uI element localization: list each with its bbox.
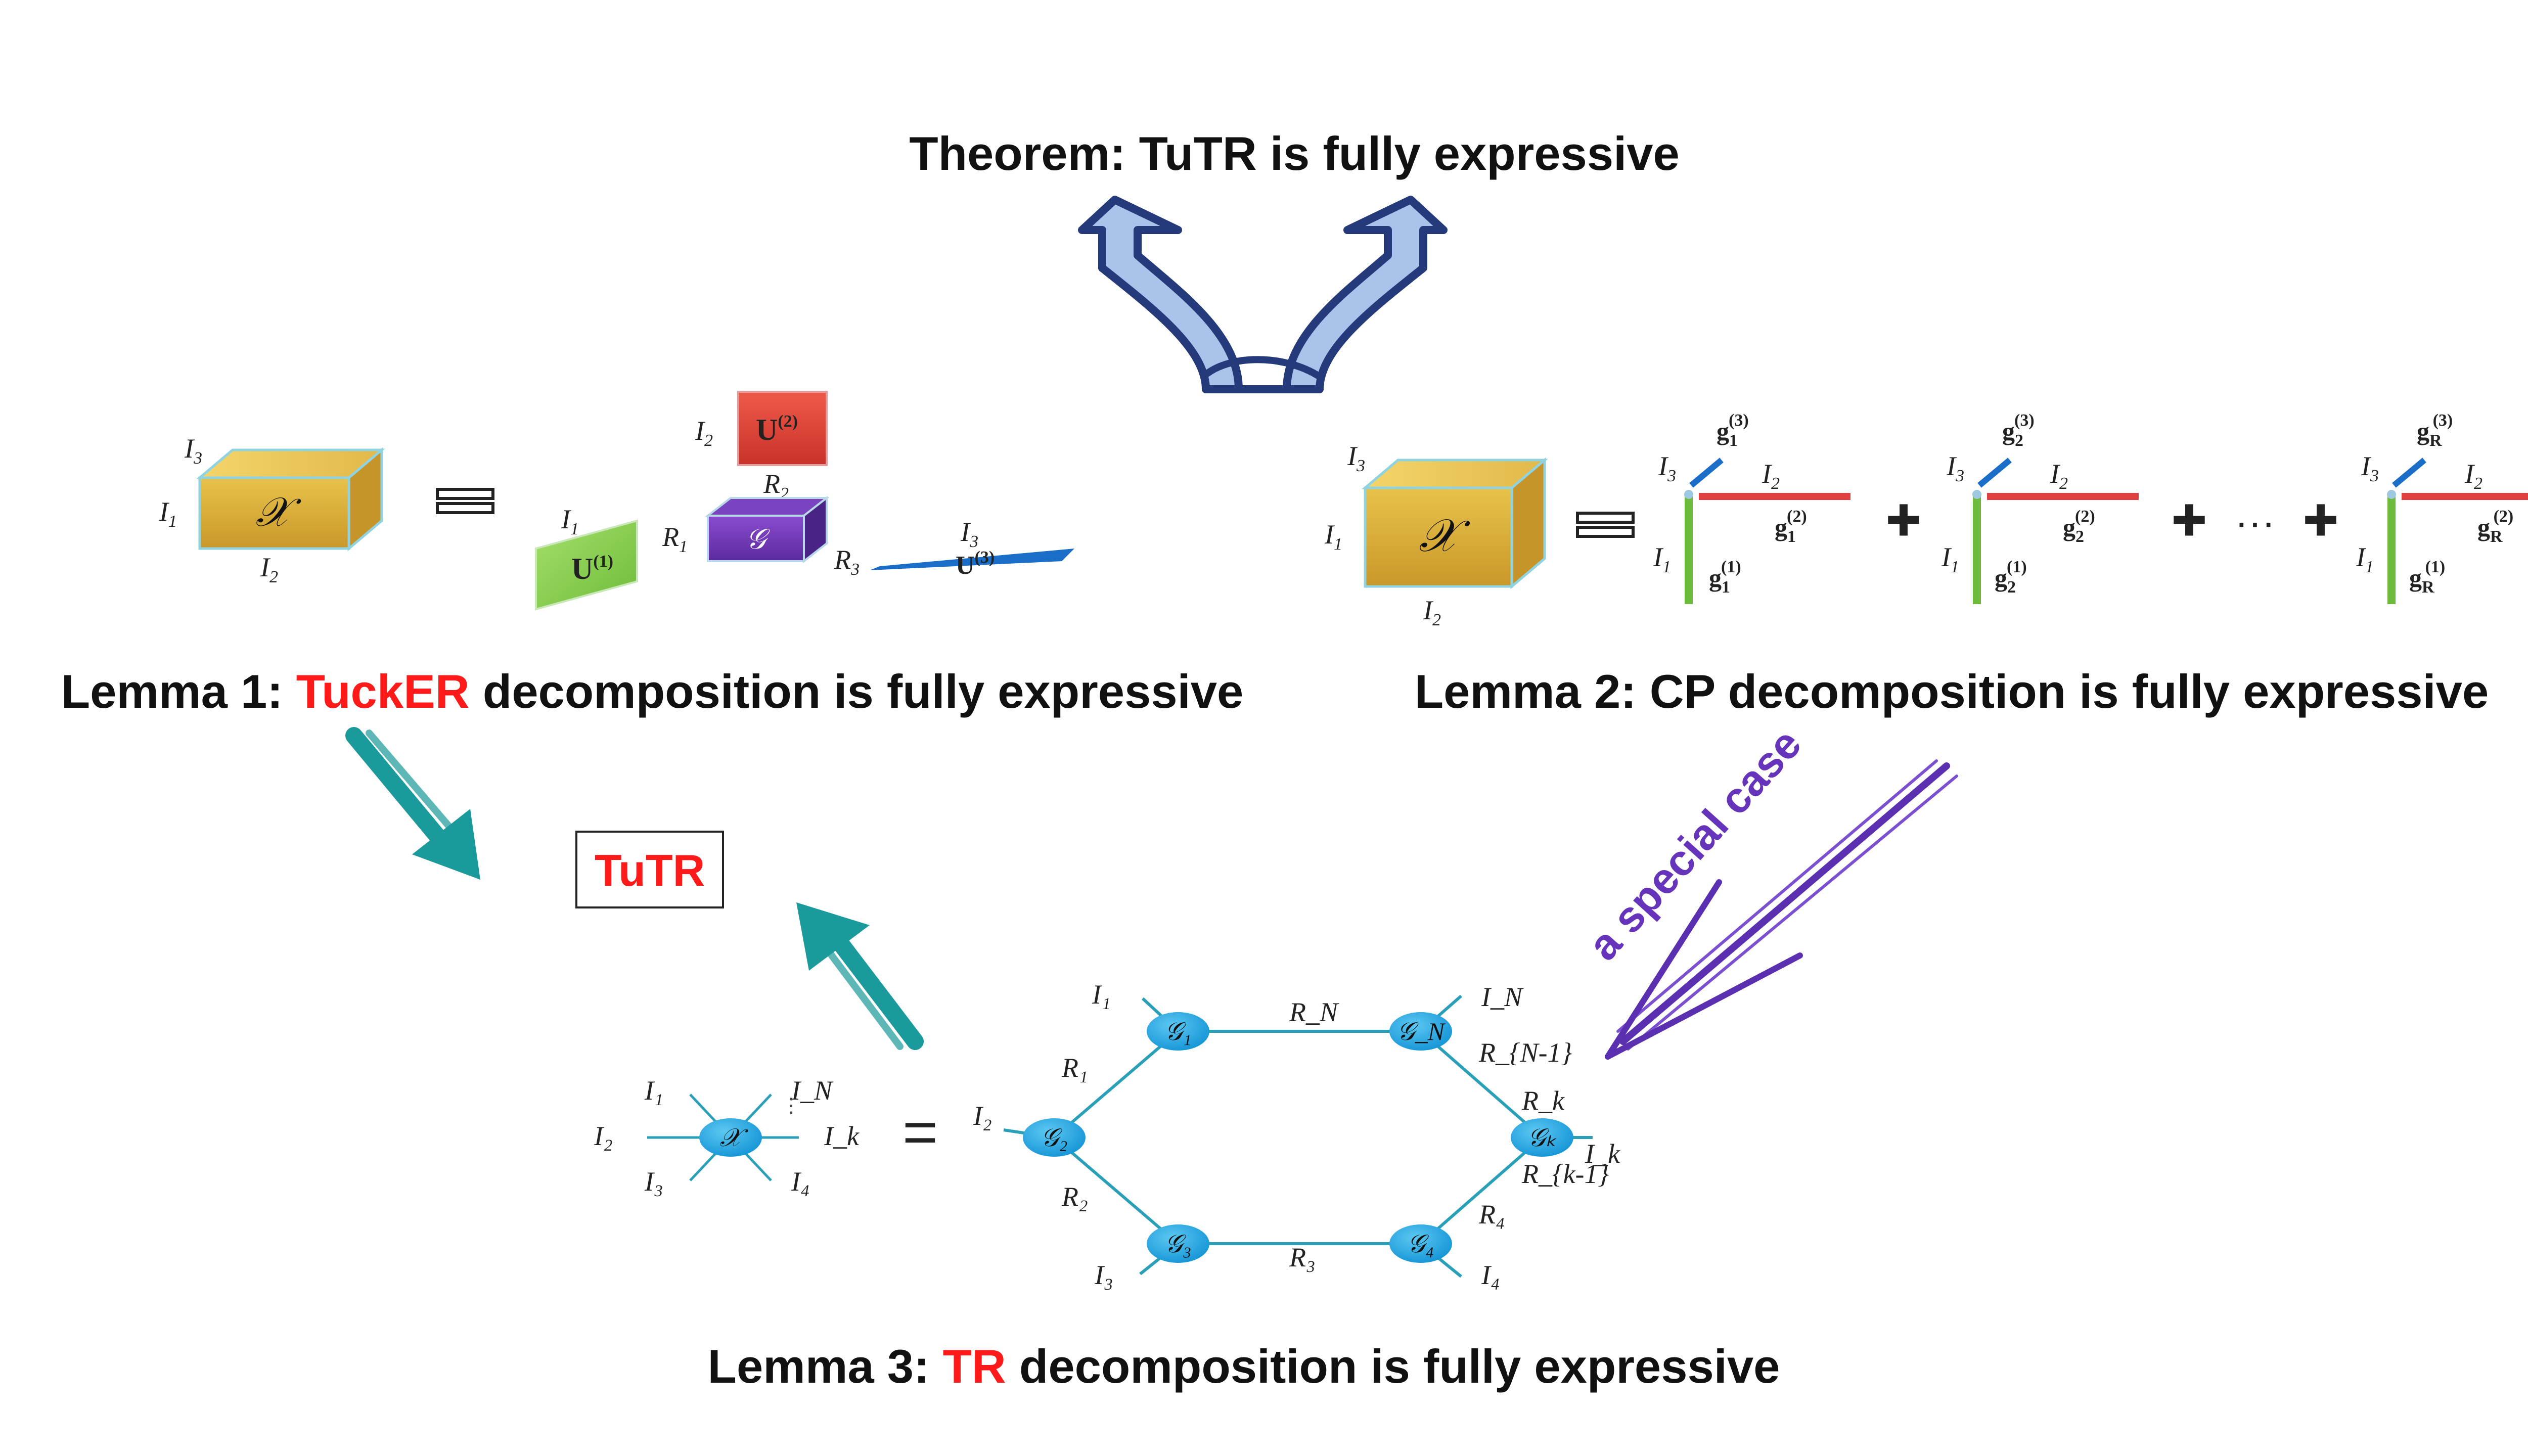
- svg-text:I3: I3: [2361, 451, 2379, 485]
- svg-text:gR(1): gR(1): [2409, 558, 2445, 597]
- svg-text:+: +: [1887, 488, 1920, 551]
- svg-text:I_k: I_k: [1585, 1139, 1620, 1169]
- svg-text:I1: I1: [2356, 542, 2374, 576]
- purple-arrow-icon: [1605, 759, 1958, 1060]
- svg-text:I_N: I_N: [1481, 982, 1524, 1012]
- svg-text:⋮: ⋮: [781, 1094, 801, 1117]
- svg-text:g1(2): g1(2): [1775, 507, 1807, 546]
- svg-text:I2: I2: [1423, 595, 1441, 629]
- svg-text:I₃: I₃: [1094, 1260, 1113, 1290]
- svg-text:U(3): U(3): [956, 548, 995, 580]
- lemma3-caption: Lemma 3: TR decomposition is fully expre…: [708, 1340, 1780, 1393]
- svg-text:g2(2): g2(2): [2063, 507, 2095, 546]
- svg-text:I1: I1: [561, 504, 579, 538]
- tr-ring: 𝒢₁ 𝒢₂ 𝒢₃ 𝒢₄ 𝒢ₖ 𝒢_N I₁ I₂ I₃ I₄ I_k I_N R…: [973, 979, 1620, 1290]
- svg-text:R_N: R_N: [1289, 997, 1339, 1027]
- svg-text:R_{N-1}: R_{N-1}: [1478, 1037, 1572, 1068]
- svg-text:R3: R3: [834, 544, 860, 579]
- tutr-label: TuTR: [595, 845, 705, 895]
- svg-text:I₁: I₁: [644, 1075, 663, 1106]
- theorem-title: Theorem: TuTR is fully expressive: [909, 127, 1680, 180]
- svg-text:+: +: [2305, 488, 2337, 551]
- tutr-box: TuTR: [575, 831, 724, 908]
- svg-text:I_k: I_k: [824, 1121, 860, 1151]
- svg-text:I3: I3: [184, 433, 202, 468]
- svg-text:𝒢₃: 𝒢₃: [1165, 1230, 1192, 1258]
- svg-text:𝒢_N: 𝒢_N: [1397, 1017, 1446, 1045]
- svg-text:I_N: I_N: [791, 1075, 834, 1106]
- svg-text:+: +: [2173, 488, 2205, 551]
- svg-text:I₄: I₄: [1481, 1260, 1500, 1290]
- svg-text:R2: R2: [763, 469, 789, 503]
- svg-text:R1: R1: [662, 522, 688, 556]
- svg-text:g1(1): g1(1): [1709, 558, 1741, 597]
- svg-text:=: =: [902, 1098, 938, 1166]
- svg-text:I1: I1: [1653, 542, 1671, 576]
- svg-text:g2(3): g2(3): [2002, 411, 2035, 450]
- svg-text:𝒢ₖ: 𝒢ₖ: [1528, 1123, 1557, 1152]
- svg-text:I₄: I₄: [791, 1166, 810, 1197]
- svg-text:gR(3): gR(3): [2417, 411, 2453, 450]
- cp-term-2: g2(3) g2(2) g2(1) I3 I2 I1: [1941, 411, 2139, 604]
- svg-text:I2: I2: [695, 416, 713, 450]
- merge-arrow-icon: [1078, 196, 1448, 393]
- svg-text:I3: I3: [1658, 451, 1676, 485]
- svg-text:I₂: I₂: [594, 1121, 613, 1151]
- svg-text:R₄: R₄: [1478, 1199, 1505, 1230]
- svg-text:𝒢₁: 𝒢₁: [1165, 1017, 1192, 1045]
- teal-arrow-down-icon: [345, 727, 480, 880]
- lemma2-caption: Lemma 2: CP decomposition is fully expre…: [1415, 665, 2489, 718]
- svg-text:R₃: R₃: [1289, 1242, 1316, 1272]
- svg-text:R₁: R₁: [1061, 1053, 1088, 1083]
- cp-term-r: gR(3) gR(2) gR(1) I3 I2 I1: [2356, 411, 2528, 604]
- svg-text:···: ···: [2235, 499, 2275, 544]
- svg-text:I2: I2: [1762, 459, 1780, 493]
- svg-text:I₁: I₁: [1092, 979, 1111, 1010]
- svg-text:R_{k-1}: R_{k-1}: [1521, 1159, 1609, 1189]
- svg-text:U(2): U(2): [756, 412, 798, 446]
- teal-arrow-up-icon: [796, 902, 924, 1050]
- tucker-figure: 𝒳 I3 I1 I2 U(2) I2 R2 𝒢 R1 U(1) I1 U(3) …: [159, 391, 1074, 611]
- special-case-label: a special case: [1579, 720, 1811, 970]
- svg-text:I₂: I₂: [973, 1101, 992, 1131]
- svg-text:gR(2): gR(2): [2477, 507, 2513, 546]
- svg-text:𝒢₄: 𝒢₄: [1408, 1230, 1434, 1258]
- svg-text:I3: I3: [1946, 451, 1964, 485]
- svg-text:g2(1): g2(1): [1995, 558, 2027, 597]
- svg-text:I3: I3: [960, 517, 978, 551]
- svg-text:g1(3): g1(3): [1717, 411, 1749, 450]
- svg-text:R₂: R₂: [1061, 1181, 1088, 1212]
- svg-text:R_k: R_k: [1521, 1085, 1565, 1116]
- svg-text:I2: I2: [2464, 459, 2482, 493]
- svg-text:I1: I1: [159, 496, 177, 531]
- tr-star-tensor: 𝒳 I₁ I₂ I₃ I₄ I_N I_k ⋮: [594, 1075, 860, 1197]
- cp-figure: 𝒳 I3 I1 I2 g1(3) g1(2) g1(1) I3 I2 I1 + …: [1324, 411, 2528, 629]
- svg-text:𝒢₂: 𝒢₂: [1041, 1123, 1068, 1152]
- svg-text:I1: I1: [1324, 519, 1342, 554]
- cp-term-1: g1(3) g1(2) g1(1) I3 I2 I1: [1653, 411, 1850, 604]
- svg-text:I2: I2: [260, 552, 278, 586]
- tr-figure: 𝒳 I₁ I₂ I₃ I₄ I_N I_k ⋮ =: [594, 979, 1620, 1290]
- lemma1-caption: Lemma 1: TuckER decomposition is fully e…: [61, 665, 1244, 718]
- svg-text:I₃: I₃: [644, 1166, 663, 1197]
- svg-text:I1: I1: [1941, 542, 1959, 576]
- svg-text:I3: I3: [1347, 441, 1365, 475]
- svg-text:I2: I2: [2050, 459, 2068, 493]
- svg-text:U(1): U(1): [571, 552, 613, 585]
